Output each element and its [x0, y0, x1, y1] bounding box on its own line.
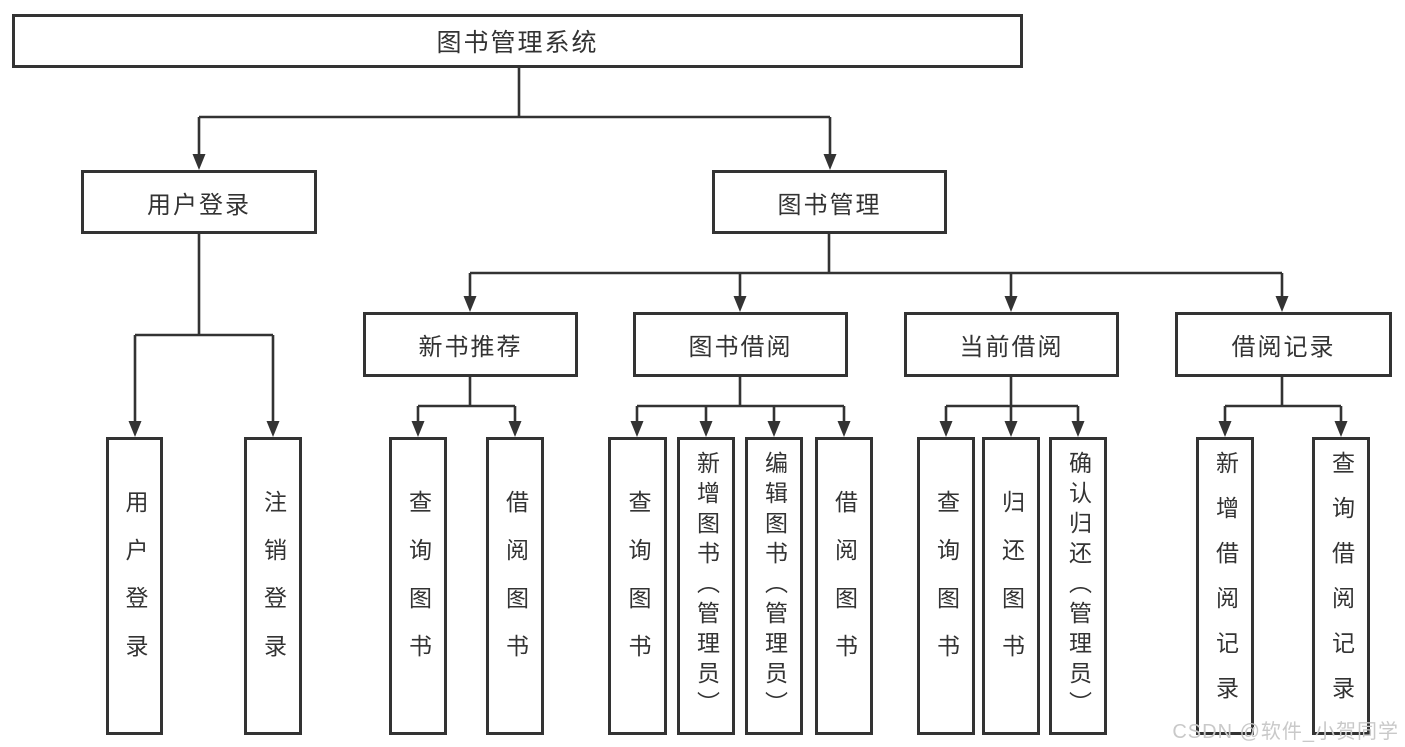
- node-label: 当前借阅: [959, 334, 1064, 361]
- node-library-system: 图书管理系统: [12, 14, 1023, 68]
- node-borrow-records: 借阅记录: [1175, 312, 1392, 377]
- node-book-management: 图书管理: [712, 170, 947, 234]
- node-label: 查询借阅记录: [1328, 451, 1355, 721]
- node-label: 查询图书: [405, 490, 432, 682]
- csdn-watermark: CSDN @软件_小贺同学: [1172, 721, 1399, 743]
- node-user-login: 用户登录: [81, 170, 317, 234]
- connector-current-to-leaves: [939, 377, 1085, 437]
- node-label: 新增借阅记录: [1212, 451, 1239, 721]
- node-label: 借阅图书: [502, 490, 529, 682]
- node-label: 图书管理系统: [436, 29, 599, 57]
- node-label: 查询图书: [625, 490, 651, 682]
- node-leaf-query-book-2: 查询图书: [608, 437, 667, 735]
- node-label: 确认归还（管理员）: [1065, 451, 1092, 721]
- node-label: 编辑图书（管理员）: [761, 451, 788, 721]
- node-leaf-query-borrow-record: 查询借阅记录: [1312, 437, 1370, 735]
- node-leaf-edit-book-admin: 编辑图书（管理员）: [745, 437, 803, 735]
- node-label: 图书管理: [777, 191, 882, 219]
- node-leaf-user-login: 用户登录: [106, 437, 163, 735]
- node-leaf-add-borrow-record: 新增借阅记录: [1196, 437, 1254, 735]
- node-leaf-logout: 注销登录: [244, 437, 302, 735]
- node-leaf-add-book-admin: 新增图书（管理员）: [677, 437, 735, 735]
- node-leaf-confirm-return-admin: 确认归还（管理员）: [1049, 437, 1107, 735]
- node-leaf-return-book: 归还图书: [982, 437, 1040, 735]
- connector-book-mgmt-to-level3: [463, 234, 1289, 312]
- node-leaf-borrow-book-1: 借阅图书: [486, 437, 544, 735]
- node-label: 查询图书: [933, 490, 960, 682]
- node-label: 新书推荐: [418, 334, 523, 361]
- node-label: 新增图书（管理员）: [693, 451, 720, 721]
- node-new-book-recommend: 新书推荐: [363, 312, 578, 377]
- node-label: 用户登录: [147, 191, 251, 219]
- node-leaf-query-book-3: 查询图书: [917, 437, 975, 735]
- node-leaf-query-book-1: 查询图书: [389, 437, 447, 735]
- node-book-borrow: 图书借阅: [633, 312, 848, 377]
- node-label: 注销登录: [260, 490, 287, 682]
- connector-borrow-to-leaves: [630, 377, 851, 437]
- node-leaf-borrow-book-2: 借阅图书: [815, 437, 873, 735]
- node-current-borrow: 当前借阅: [904, 312, 1119, 377]
- node-label: 图书借阅: [688, 334, 793, 361]
- connector-root-to-level2: [192, 68, 837, 170]
- node-label: 借阅记录: [1231, 334, 1336, 361]
- node-label: 借阅图书: [831, 490, 858, 682]
- node-label: 归还图书: [998, 490, 1025, 682]
- node-label: 用户登录: [122, 490, 148, 682]
- connector-records-to-leaves: [1218, 377, 1348, 437]
- connector-new-book-to-leaves: [411, 377, 522, 437]
- connector-user-login-to-leaves: [128, 234, 280, 437]
